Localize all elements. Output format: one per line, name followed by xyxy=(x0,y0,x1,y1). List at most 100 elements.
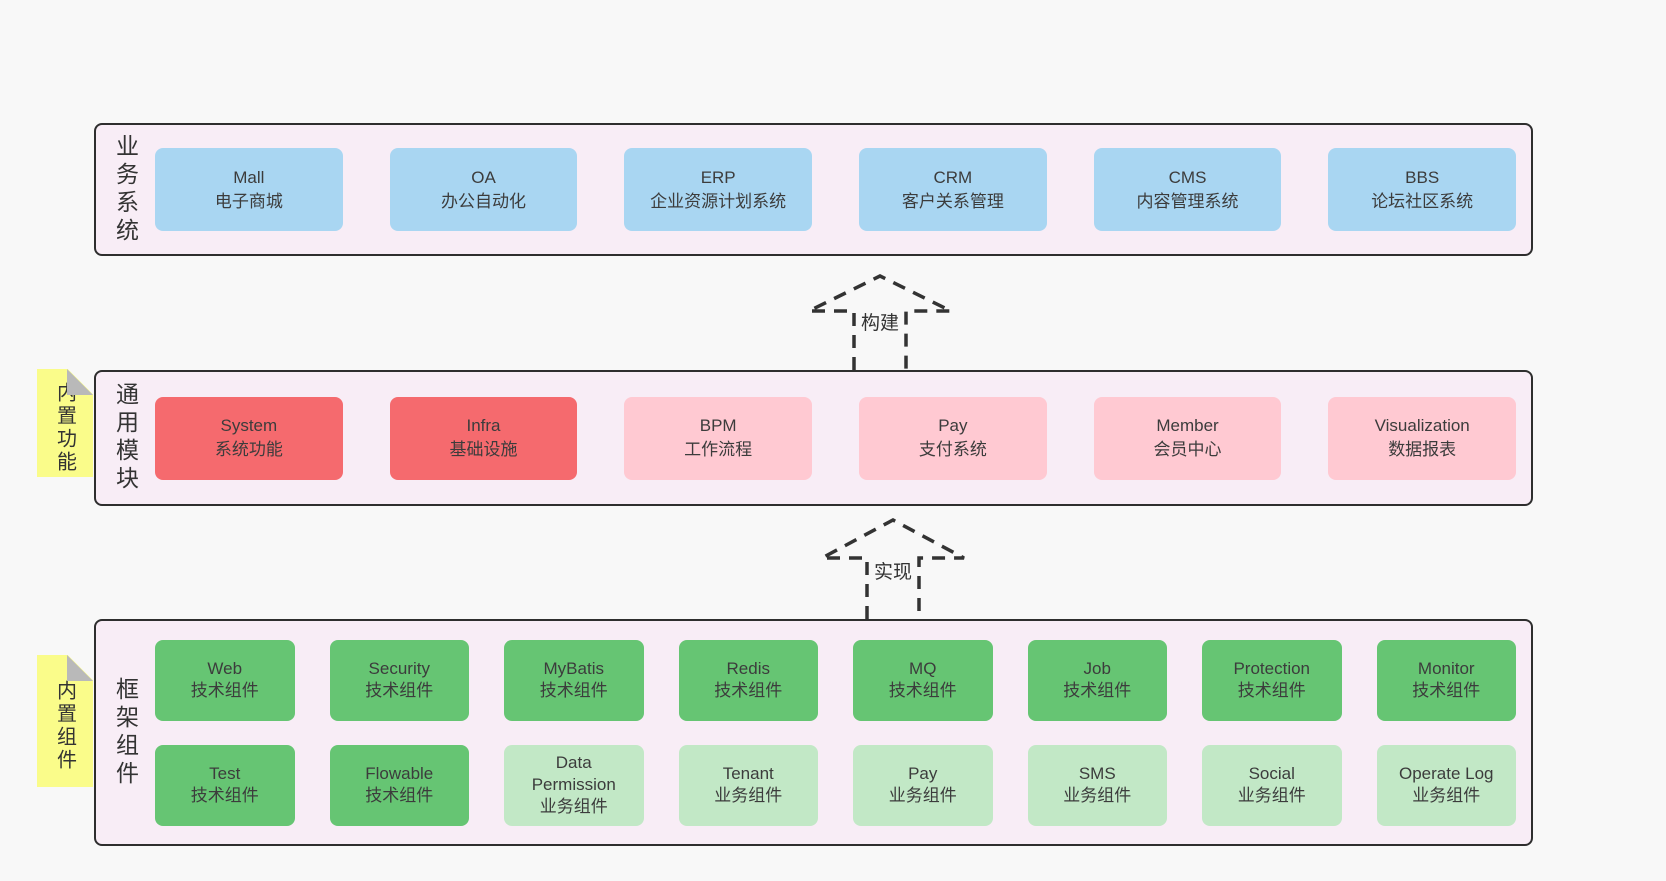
box-flowable: Flowable 技术组件 xyxy=(329,744,469,826)
box-subtitle: 业务组件 xyxy=(888,786,957,805)
box-title: Protection xyxy=(1233,659,1311,678)
framework-components-panel: 框架组件 Web 技术组件 Security 技术组件 MyBatis 技术组件… xyxy=(94,619,1533,846)
box-subtitle: 技术组件 xyxy=(190,681,259,700)
box-subtitle: 技术组件 xyxy=(888,681,957,700)
box-member: Member 会员中心 xyxy=(1093,396,1282,480)
box-title: Job xyxy=(1083,659,1111,678)
box-title: BPM xyxy=(699,416,737,435)
box-title: SMS xyxy=(1078,764,1116,783)
common-modules-panel: 通用模块 System 系统功能 Infra 基础设施 BPM 工作流程 Pay… xyxy=(94,370,1533,506)
box-title: Visualization xyxy=(1374,416,1470,435)
box-bpm: BPM 工作流程 xyxy=(624,396,813,480)
arrow-implement: 实现 xyxy=(818,515,968,619)
box-mall: Mall 电子商城 xyxy=(155,148,343,231)
box-title: Test xyxy=(209,764,241,783)
box-subtitle: 数据报表 xyxy=(1388,440,1457,459)
box-subtitle: 企业资源计划系统 xyxy=(650,191,787,211)
box-subtitle: 业务组件 xyxy=(539,797,608,816)
box-subtitle: 支付系统 xyxy=(918,440,987,459)
box-subtitle: 技术组件 xyxy=(365,681,434,700)
box-subtitle: 技术组件 xyxy=(365,786,434,805)
box-subtitle: 系统功能 xyxy=(214,440,283,459)
box-monitor: Monitor 技术组件 xyxy=(1376,639,1516,721)
box-subtitle: 办公自动化 xyxy=(441,191,526,211)
box-title: System xyxy=(220,416,278,435)
box-tenant: Tenant 业务组件 xyxy=(678,744,818,826)
box-security: Security 技术组件 xyxy=(329,639,469,721)
box-subtitle: 基础设施 xyxy=(449,440,518,459)
box-title: Monitor xyxy=(1417,659,1475,678)
box-subtitle: 业务组件 xyxy=(1412,786,1481,805)
sticky-note-built-in-features: 内置功能 xyxy=(37,369,93,477)
box-title: Mall xyxy=(233,167,265,187)
box-data-permission: Data Permission 业务组件 xyxy=(504,744,644,826)
arrow-implement-label: 实现 xyxy=(873,562,912,583)
framework-row-1: Web 技术组件 Security 技术组件 MyBatis 技术组件 Redi… xyxy=(155,639,1516,721)
business-systems-label: 业务系统 xyxy=(112,133,139,246)
folded-corner-icon xyxy=(67,655,93,681)
framework-row-2: Test 技术组件 Flowable 技术组件 Data Permission … xyxy=(155,744,1516,826)
arrow-build-label: 构建 xyxy=(860,313,899,334)
box-subtitle: 技术组件 xyxy=(714,681,783,700)
box-title: CRM xyxy=(933,167,973,187)
box-subtitle: 技术组件 xyxy=(1063,681,1132,700)
box-oa: OA 办公自动化 xyxy=(389,148,578,231)
box-bbs: BBS 论坛社区系统 xyxy=(1328,148,1517,231)
box-title: Member xyxy=(1156,416,1219,435)
box-redis: Redis 技术组件 xyxy=(678,639,818,721)
box-sms: SMS 业务组件 xyxy=(1027,744,1167,826)
box-visualization: Visualization 数据报表 xyxy=(1328,396,1517,480)
arrow-up-icon xyxy=(808,274,952,370)
box-title: Pay xyxy=(908,764,938,783)
box-title: Infra xyxy=(466,416,501,435)
common-modules-boxes: System 系统功能 Infra 基础设施 BPM 工作流程 Pay 支付系统… xyxy=(155,396,1531,480)
box-mq: MQ 技术组件 xyxy=(853,639,993,721)
box-protection: Protection 技术组件 xyxy=(1202,639,1342,721)
box-title: MyBatis xyxy=(543,659,604,678)
box-title: Data Permission xyxy=(531,753,616,794)
box-job: Job 技术组件 xyxy=(1027,639,1167,721)
box-subtitle: 会员中心 xyxy=(1153,440,1222,459)
box-pay-system: Pay 支付系统 xyxy=(859,396,1047,480)
framework-components-label: 框架组件 xyxy=(112,676,139,789)
box-test: Test 技术组件 xyxy=(155,744,295,826)
box-erp: ERP 企业资源计划系统 xyxy=(624,148,813,231)
box-subtitle: 业务组件 xyxy=(1063,786,1132,805)
box-title: CMS xyxy=(1168,167,1207,187)
box-crm: CRM 客户关系管理 xyxy=(859,148,1047,231)
box-title: Flowable xyxy=(365,764,434,783)
sticky-note-built-in-components: 内置组件 xyxy=(37,655,93,787)
box-subtitle: 工作流程 xyxy=(684,440,753,459)
box-cms: CMS 内容管理系统 xyxy=(1093,148,1282,231)
business-systems-boxes: Mall 电子商城 OA 办公自动化 ERP 企业资源计划系统 CRM 客户关系… xyxy=(155,148,1531,231)
box-subtitle: 业务组件 xyxy=(1237,786,1306,805)
arrow-build: 构建 xyxy=(805,270,955,370)
box-title: ERP xyxy=(700,167,736,187)
box-mybatis: MyBatis 技术组件 xyxy=(504,639,644,721)
framework-components-grid: Web 技术组件 Security 技术组件 MyBatis 技术组件 Redi… xyxy=(155,639,1531,826)
box-title: Web xyxy=(207,659,243,678)
box-social: Social 业务组件 xyxy=(1202,744,1342,826)
box-subtitle: 技术组件 xyxy=(539,681,608,700)
box-title: BBS xyxy=(1405,167,1440,187)
box-title: Tenant xyxy=(722,764,774,783)
box-title: Security xyxy=(368,659,430,678)
business-systems-panel: 业务系统 Mall 电子商城 OA 办公自动化 ERP 企业资源计划系统 CRM… xyxy=(94,123,1533,256)
box-pay-component: Pay 业务组件 xyxy=(853,744,993,826)
box-web: Web 技术组件 xyxy=(155,639,295,721)
box-title: OA xyxy=(471,167,496,187)
box-subtitle: 业务组件 xyxy=(714,786,783,805)
box-title: Redis xyxy=(726,659,770,678)
box-title: MQ xyxy=(909,659,937,678)
arrow-up-icon xyxy=(821,518,965,619)
box-title: Operate Log xyxy=(1398,764,1494,783)
box-subtitle: 技术组件 xyxy=(190,786,259,805)
box-title: Social xyxy=(1248,764,1295,783)
common-modules-label: 通用模块 xyxy=(112,382,139,494)
box-subtitle: 客户关系管理 xyxy=(901,191,1004,211)
box-subtitle: 论坛社区系统 xyxy=(1371,191,1474,211)
box-subtitle: 技术组件 xyxy=(1237,681,1306,700)
box-system: System 系统功能 xyxy=(155,396,343,480)
box-title: Pay xyxy=(938,416,968,435)
box-subtitle: 技术组件 xyxy=(1412,681,1481,700)
